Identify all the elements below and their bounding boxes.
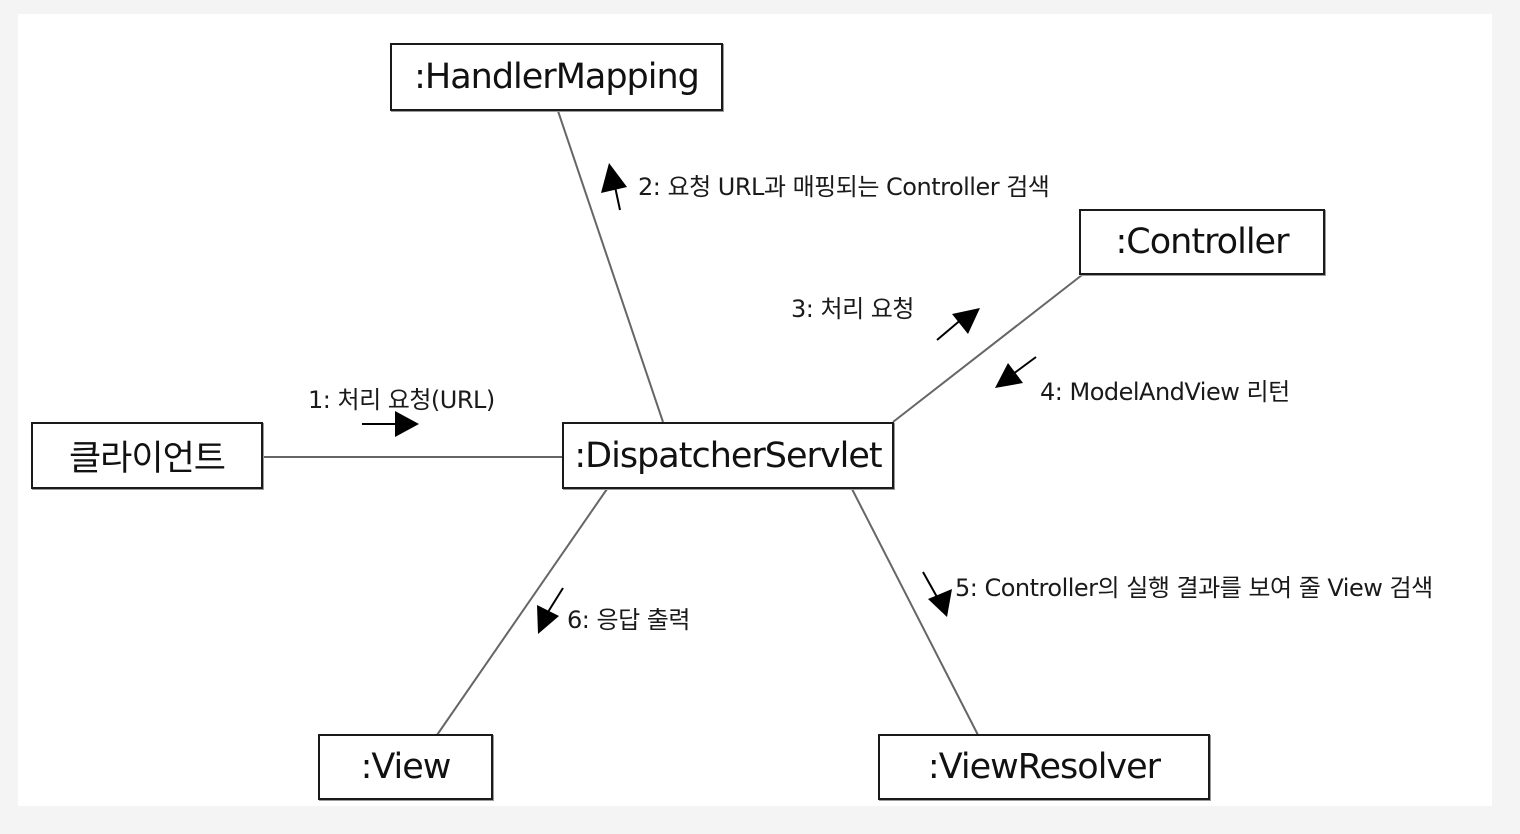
message-4-label: 4: ModelAndView 리턴 — [1040, 378, 1290, 406]
message-3-label: 3: 처리 요청 — [791, 295, 914, 323]
dispatcher-servlet-node: :DispatcherServlet — [562, 422, 894, 489]
diagram-panel — [18, 14, 1492, 806]
view-resolver-node: :ViewResolver — [878, 734, 1210, 800]
link-dispatcher-view — [436, 488, 608, 736]
message-1-label: 1: 처리 요청(URL) — [308, 386, 495, 414]
arrow-2-icon — [601, 163, 627, 211]
view-node: :View — [318, 734, 493, 800]
link-dispatcher-viewresolver — [851, 488, 979, 736]
link-dispatcher-controller — [892, 274, 1083, 423]
message-6-label: 6: 응답 출력 — [567, 606, 690, 634]
arrow-4-icon — [995, 356, 1037, 388]
arrow-3-icon — [936, 308, 980, 341]
handler-mapping-node: :HandlerMapping — [390, 43, 723, 111]
message-2-label: 2: 요청 URL과 매핑되는 Controller 검색 — [638, 173, 1050, 201]
link-dispatcher-handlermapping — [557, 110, 664, 423]
client-node: 클라이언트 — [31, 422, 263, 489]
message-5-label: 5: Controller의 실행 결과를 보여 줄 View 검색 — [955, 574, 1433, 602]
arrow-5-icon — [922, 571, 952, 617]
arrow-6-icon — [537, 587, 564, 634]
controller-node: :Controller — [1079, 209, 1325, 275]
arrow-1-icon — [362, 411, 419, 437]
